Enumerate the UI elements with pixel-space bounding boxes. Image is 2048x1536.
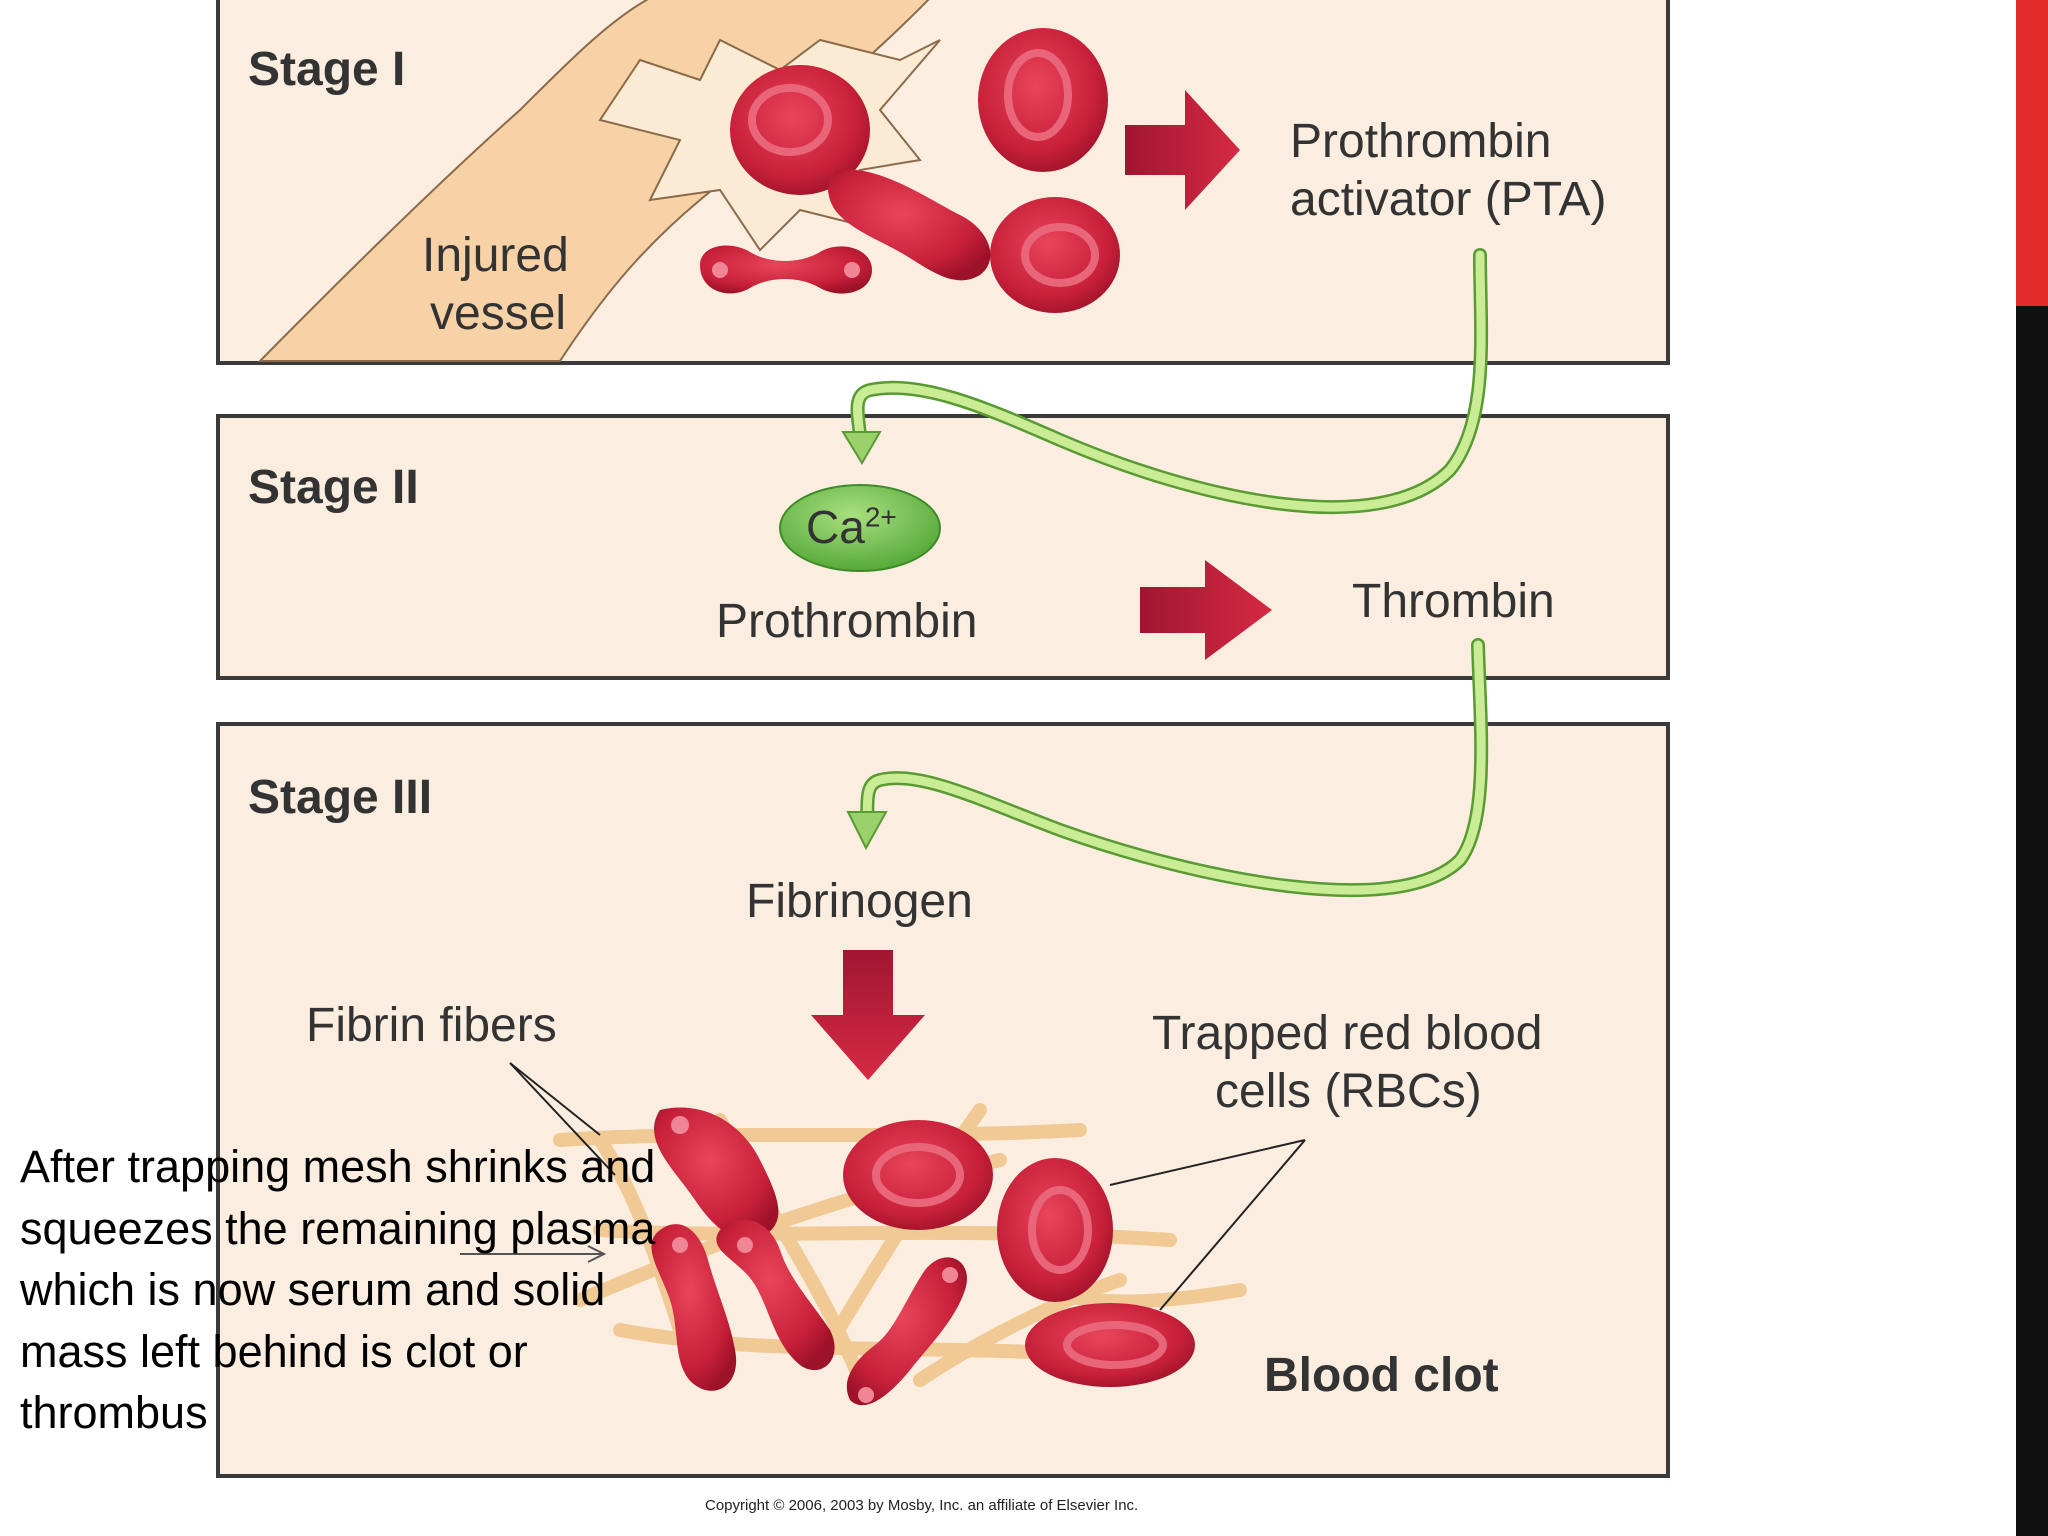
- stage-3-title: Stage III: [248, 771, 433, 824]
- prothrombin-label: Prothrombin: [716, 595, 978, 648]
- vessel-label-line1: Injured: [422, 229, 569, 282]
- stage-3-panel: [216, 722, 1670, 1478]
- stage-2-title: Stage II: [248, 461, 419, 514]
- green-arrow-thrombin-to-fibrinogen: [846, 638, 1489, 898]
- red-blood-cell-icon: [978, 28, 1108, 172]
- accent-bar-black: [2016, 306, 2048, 1536]
- calcium-base: Ca: [806, 501, 865, 553]
- explanatory-note: After trapping mesh shrinks and squeezes…: [20, 1141, 656, 1438]
- stage-2-panel: [216, 414, 1670, 680]
- platelet-icon: [716, 1219, 835, 1371]
- pta-label-line2: activator (PTA): [1290, 173, 1607, 226]
- platelet-icon: [846, 1257, 967, 1406]
- copyright-notice: Copyright © 2006, 2003 by Mosby, Inc. an…: [705, 1497, 1139, 1514]
- fibrin-callout-lines: [509, 1062, 616, 1176]
- red-blood-cell-icon: [990, 197, 1120, 313]
- rbc-label-line1: Trapped red blood: [1152, 1007, 1543, 1060]
- platelet-icon: [828, 169, 991, 281]
- vessel-label-line2: vessel: [430, 287, 567, 340]
- rbc-label-line2: cells (RBCs): [1215, 1065, 1482, 1118]
- calcium-charge: 2+: [864, 501, 897, 533]
- red-blood-cell-icon: [997, 1158, 1113, 1302]
- rbc-callout-lines: [1109, 1139, 1306, 1311]
- green-arrow-pta-to-calcium: [841, 248, 1489, 515]
- arrow-to-thrombin: [1140, 560, 1272, 660]
- calcium-ion-icon: [779, 484, 941, 572]
- arrow-to-pta: [1125, 90, 1240, 210]
- stage-1-title: Stage I: [248, 43, 406, 96]
- stage-1-panel: [216, 0, 1670, 365]
- blood-clot-label: Blood clot: [1264, 1349, 1499, 1402]
- red-blood-cell-icon: [654, 1107, 779, 1241]
- pta-label-line1: Prothrombin: [1290, 115, 1552, 168]
- red-blood-cell-icon: [843, 1120, 993, 1230]
- thrombin-label: Thrombin: [1352, 575, 1555, 628]
- red-blood-cell-icon: [730, 65, 870, 195]
- red-blood-cell-icon: [1025, 1303, 1195, 1387]
- platelet-icon: [700, 245, 872, 294]
- accent-bar-red: [2016, 0, 2048, 306]
- fibrinogen-label: Fibrinogen: [746, 875, 973, 928]
- platelet-icon: [651, 1224, 737, 1391]
- arrow-to-clot: [811, 950, 925, 1080]
- note-arrow: [460, 1245, 607, 1263]
- fibrin-fibers-label: Fibrin fibers: [306, 999, 557, 1052]
- calcium-label: Ca2+: [806, 500, 897, 554]
